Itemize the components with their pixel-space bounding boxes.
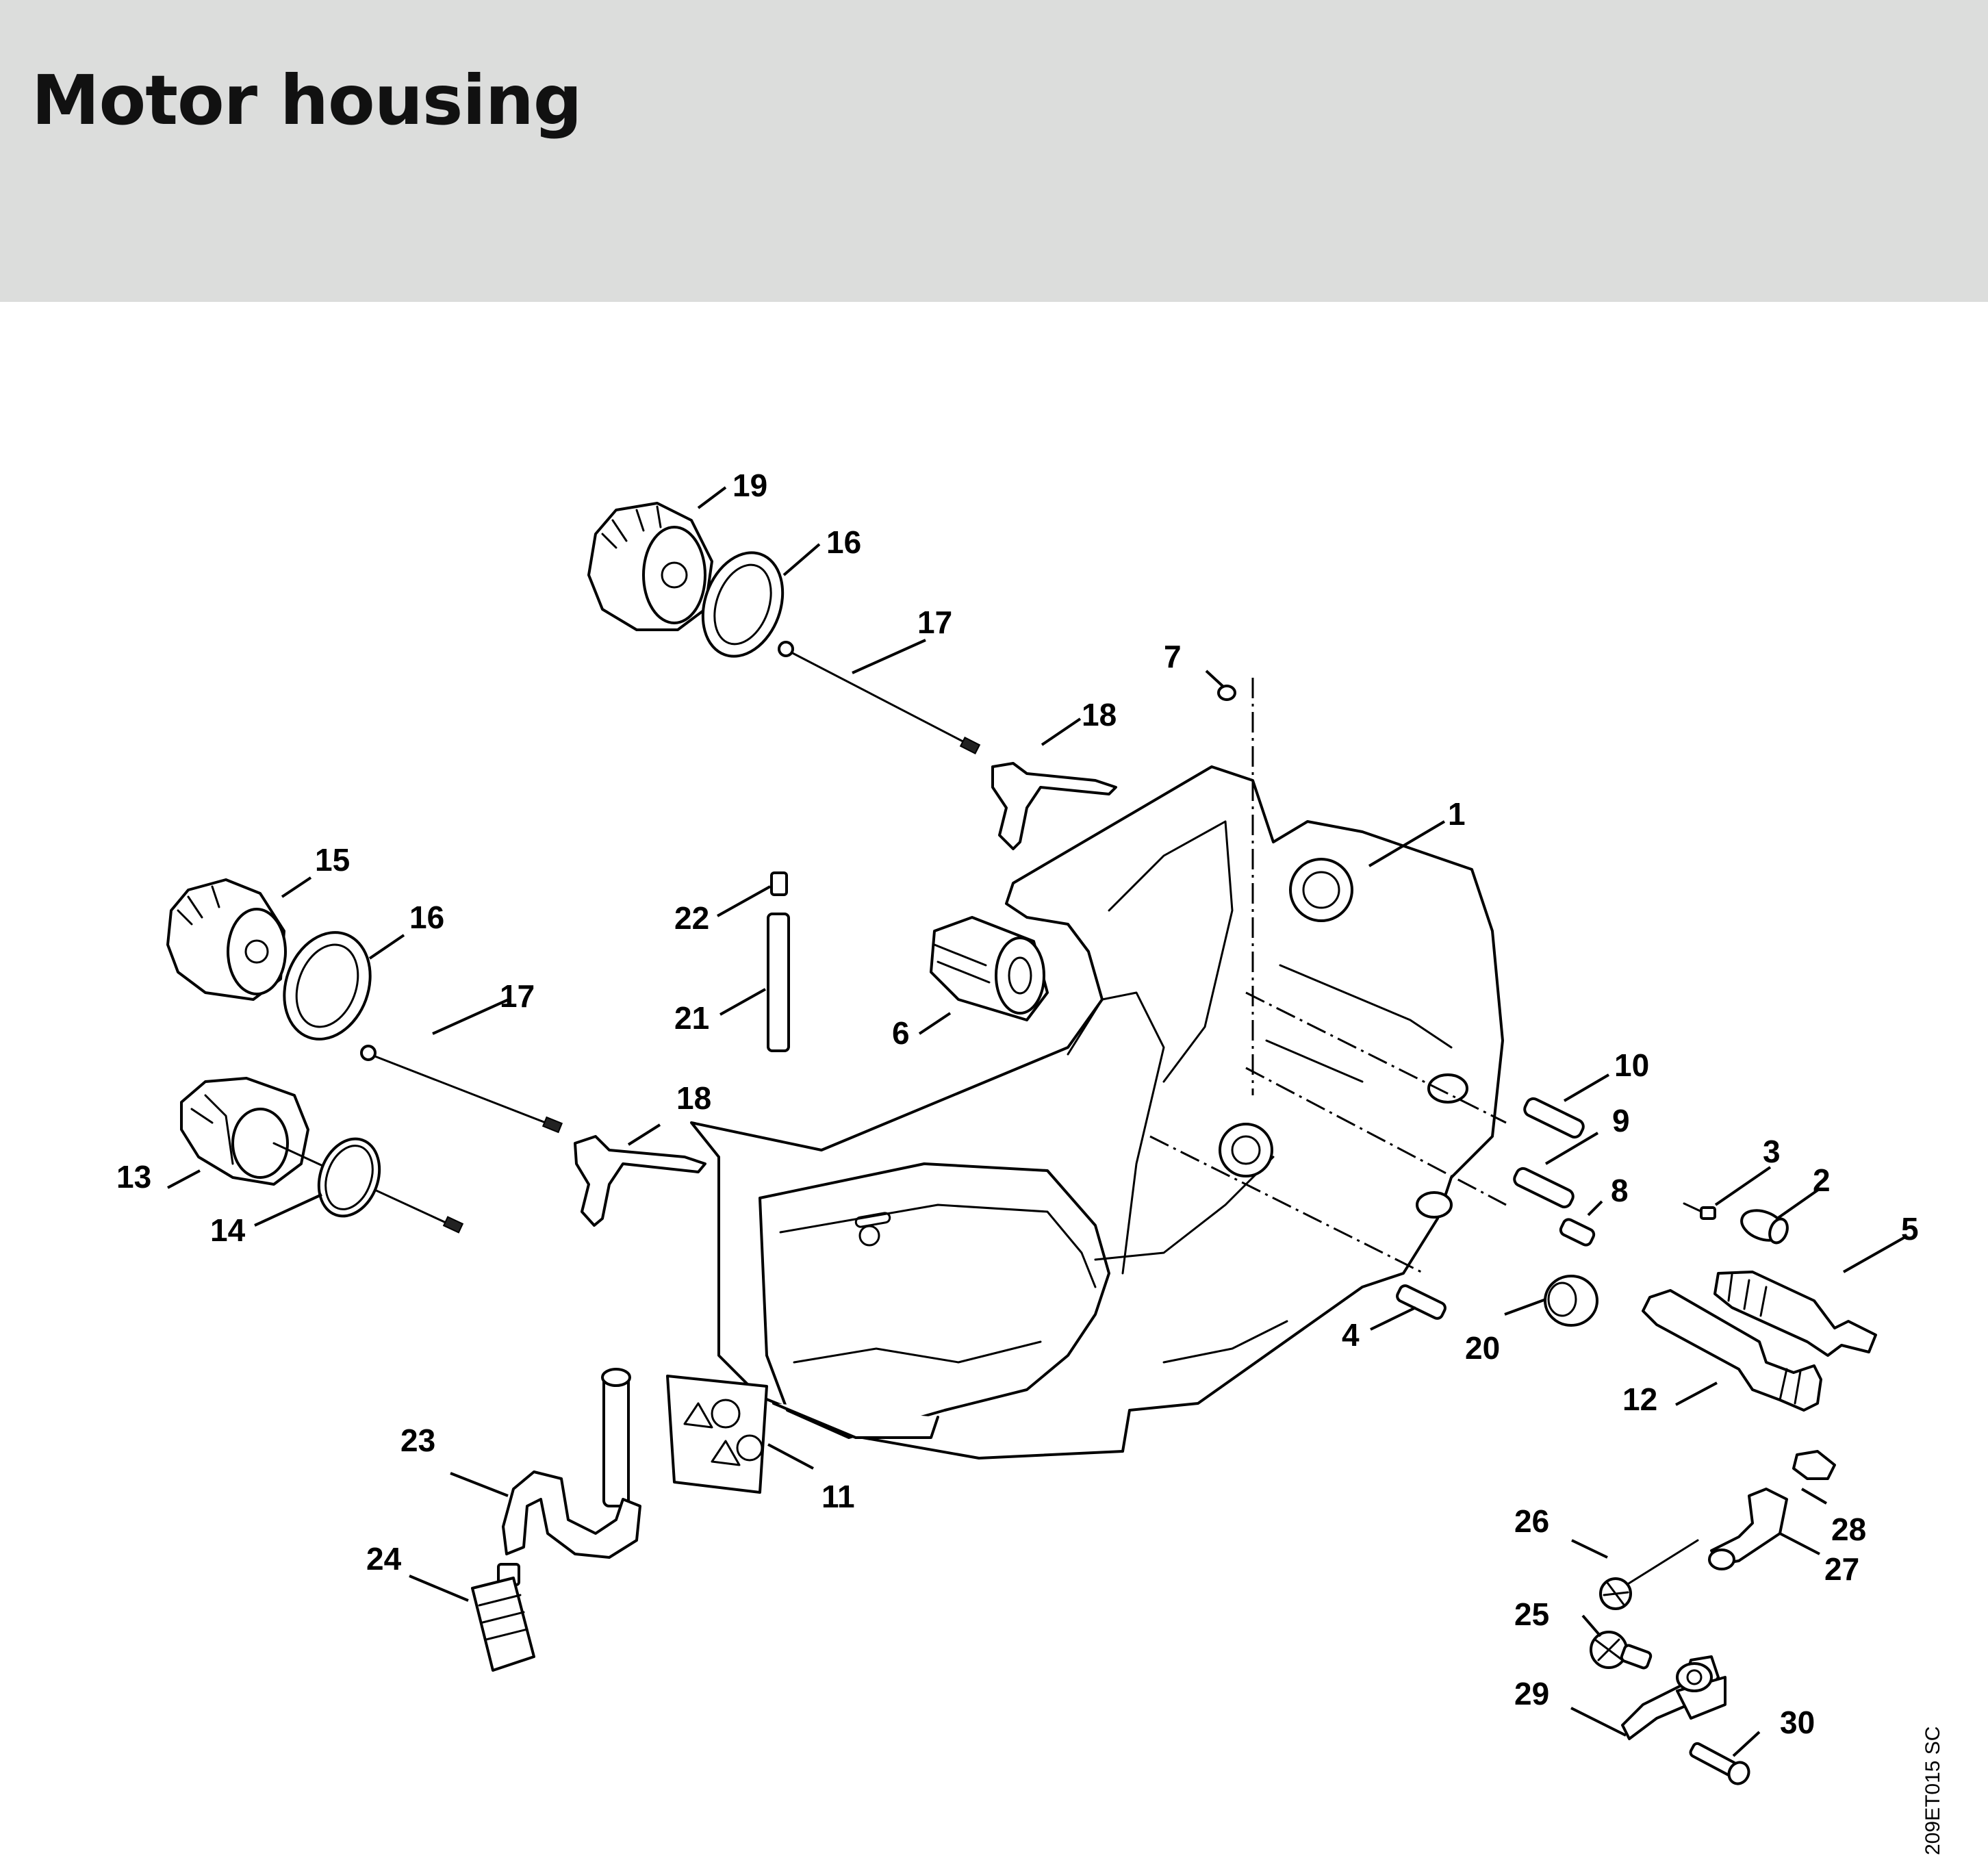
callout-26: 26 <box>1514 1503 1549 1539</box>
callout-3: 3 <box>1763 1134 1781 1169</box>
callout-16-left: 16 <box>409 900 444 935</box>
part-12-stud <box>1642 1289 1822 1412</box>
part-8-sleeve <box>1559 1218 1596 1247</box>
callout-2: 2 <box>1813 1162 1831 1198</box>
callout-28: 28 <box>1831 1512 1866 1547</box>
part-18-spring-top <box>991 762 1117 850</box>
part-7-oring <box>1217 685 1236 701</box>
drawing-code: 209ET015 SC <box>1922 1727 1944 1855</box>
callout-9: 9 <box>1612 1103 1630 1138</box>
callout-8: 8 <box>1611 1173 1629 1208</box>
part-22-sleeve <box>770 871 788 896</box>
part-23-fuel-hose <box>502 1368 641 1559</box>
part-26-tensioner-screw <box>1599 1539 1699 1610</box>
callout-15: 15 <box>315 842 350 878</box>
callout-17-left: 17 <box>500 978 535 1014</box>
part-16-washer <box>701 551 785 658</box>
part-25-gear <box>1590 1631 1653 1670</box>
part-9-sleeve <box>1513 1167 1575 1209</box>
part-6-filter <box>930 916 1049 1021</box>
part-11-warning-label <box>666 1375 768 1494</box>
callout-29: 29 <box>1514 1676 1549 1711</box>
header-bar: Motor housing <box>0 0 1988 302</box>
part-13-oil-pump <box>180 1077 464 1234</box>
callout-5: 5 <box>1901 1211 1919 1247</box>
callout-4: 4 <box>1342 1317 1360 1353</box>
callout-30: 30 <box>1780 1705 1815 1740</box>
part-19-knob <box>587 502 713 631</box>
part-24-fuel-filter <box>471 1563 535 1672</box>
part-21-rod <box>767 913 790 1052</box>
part-30-screw <box>1689 1742 1750 1785</box>
part-17-pin-top <box>778 641 981 755</box>
motor-housing-part <box>690 765 1504 1460</box>
part-20-plug <box>1544 1275 1598 1327</box>
callout-13: 13 <box>116 1159 151 1195</box>
callout-17-top: 17 <box>917 604 952 640</box>
callout-11: 11 <box>821 1479 855 1514</box>
callout-22: 22 <box>674 900 709 936</box>
exploded-parts-diagram: 19 16 17 7 18 1 15 16 17 22 21 6 18 10 9… <box>116 468 1944 1855</box>
callout-23: 23 <box>400 1423 435 1458</box>
callout-1: 1 <box>1448 796 1466 832</box>
part-15-knob <box>166 878 287 1001</box>
part-14-oring <box>317 1137 381 1218</box>
part-5-stud <box>1713 1271 1877 1357</box>
callout-14: 14 <box>210 1212 246 1248</box>
page-title: Motor housing <box>31 60 583 140</box>
assembly-axis-line <box>1149 678 1507 1275</box>
part-29-chain-tensioner <box>1621 1655 1726 1740</box>
callout-7: 7 <box>1164 639 1182 674</box>
callout-16-top: 16 <box>826 524 861 560</box>
callout-24: 24 <box>366 1541 402 1577</box>
callout-18-top: 18 <box>1082 697 1117 732</box>
callout-6: 6 <box>892 1015 910 1051</box>
callout-25: 25 <box>1514 1596 1549 1632</box>
part-28-slide <box>1792 1450 1836 1480</box>
part-27-bracket <box>1708 1488 1788 1570</box>
callout-27: 27 <box>1824 1551 1859 1587</box>
callout-12: 12 <box>1622 1381 1657 1417</box>
callout-21: 21 <box>674 1000 709 1036</box>
part-18-spring-left <box>574 1135 706 1227</box>
callout-10: 10 <box>1614 1047 1649 1083</box>
part-10-sleeve <box>1523 1097 1585 1139</box>
part-16-washer-left <box>283 931 372 1041</box>
callout-20: 20 <box>1465 1330 1500 1366</box>
callout-leader-lines <box>167 486 1906 1757</box>
part-17-pin-left <box>360 1045 563 1134</box>
part-2-cap <box>1740 1209 1789 1245</box>
callout-labels: 19 16 17 7 18 1 15 16 17 22 21 6 18 10 9… <box>116 468 1919 1740</box>
callout-19: 19 <box>732 468 767 503</box>
part-4-sleeve <box>1396 1284 1447 1320</box>
callout-18-left: 18 <box>676 1080 711 1116</box>
part-3-screw <box>1683 1202 1716 1220</box>
